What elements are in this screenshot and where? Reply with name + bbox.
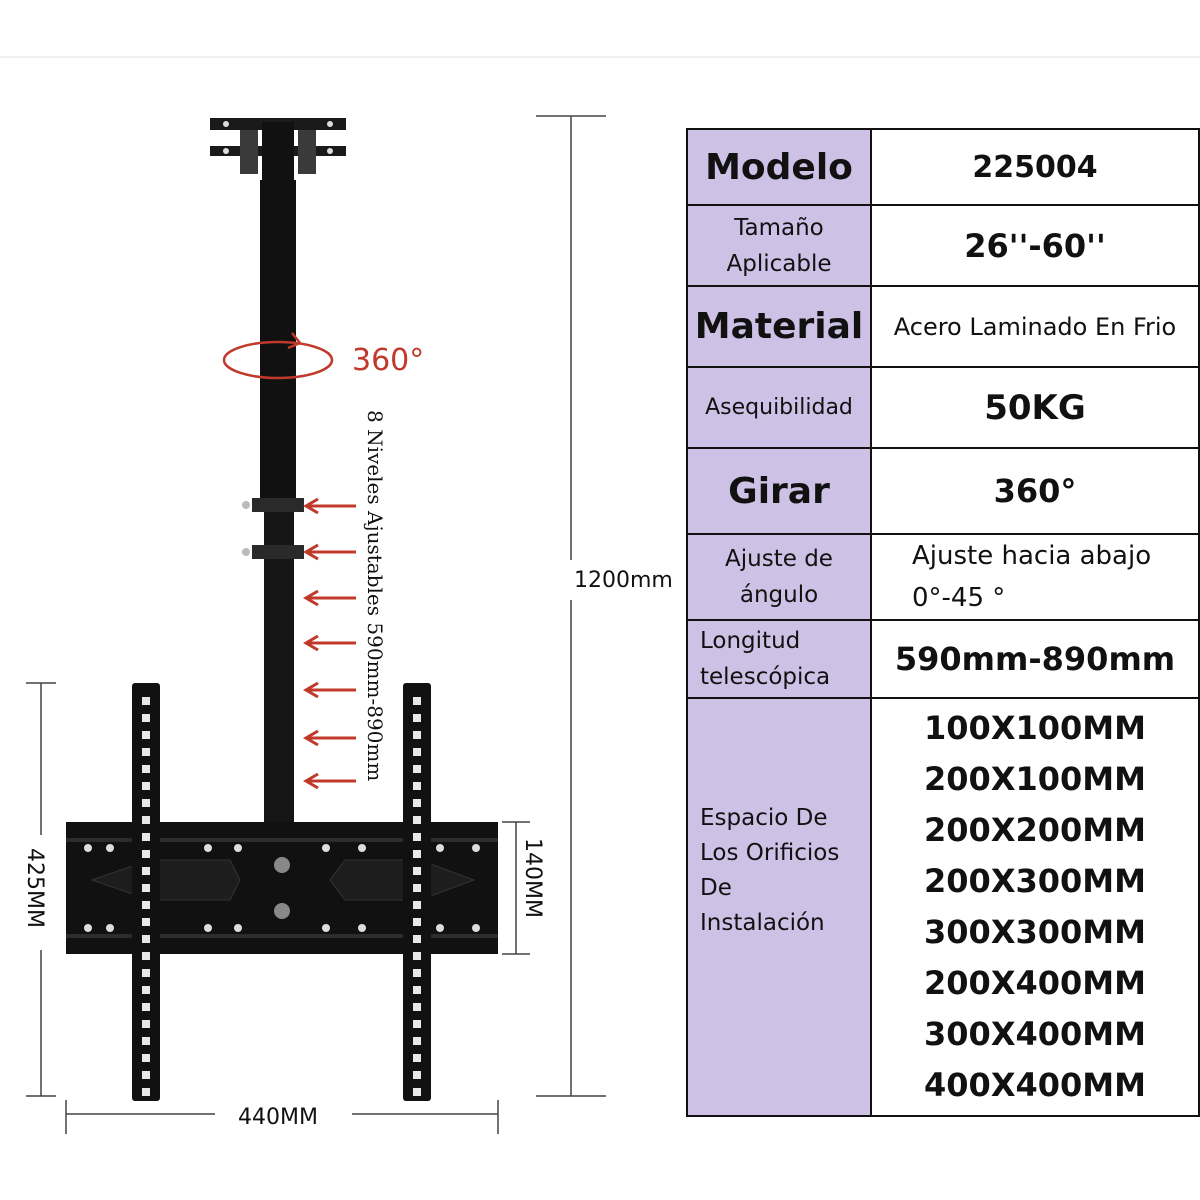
- spec-label-line: telescópica: [700, 664, 831, 690]
- dimension-plate-width: [65, 1100, 499, 1134]
- hole-spacing-item: 200X100MM: [924, 760, 1146, 798]
- spec-label: Espacio De Los Orificios De Instalación: [686, 697, 872, 1117]
- spec-label-line: Aplicable: [726, 250, 832, 277]
- spec-value: 225004: [870, 128, 1200, 206]
- spec-label-line: Los Orificios: [700, 840, 840, 866]
- hole-spacing-item: 100X100MM: [924, 709, 1146, 747]
- hole-spacing-list: 100X100MM 200X100MM 200X200MM 200X300MM …: [872, 699, 1198, 1115]
- dim-plate-width-label: 440MM: [238, 1105, 318, 1130]
- spec-table: Modelo 225004 Tamaño Aplicable 26''-60''…: [686, 128, 1200, 1117]
- spec-label: Material: [686, 285, 872, 368]
- spec-label: Ajuste de ángulo: [686, 533, 872, 621]
- dim-plate-height-label: 425MM: [22, 848, 47, 928]
- spec-row-orificios: Espacio De Los Orificios De Instalación …: [686, 697, 1200, 1117]
- spec-label: Longitud telescópica: [686, 619, 872, 699]
- spec-value: 50KG: [870, 366, 1200, 449]
- levels-label: 8 Niveles Ajustables 590mm-890mm: [363, 410, 387, 781]
- spec-row-asequibilidad: Asequibilidad 50KG: [686, 366, 1200, 449]
- spec-label-line: De: [700, 875, 732, 901]
- vesa-bracket-right: [403, 683, 431, 1101]
- top-divider: [0, 56, 1200, 58]
- level-arrow: [303, 729, 356, 747]
- tv-mounting-plate: [66, 822, 498, 954]
- spec-value: 26''-60'': [870, 204, 1200, 287]
- dim-total-height-label: 1200mm: [574, 568, 673, 593]
- rotation-indicator: 360°: [222, 332, 424, 380]
- rotation-label: 360°: [352, 343, 424, 378]
- spec-label-line: ángulo: [739, 582, 819, 608]
- dim-bar-height-label: 140MM: [520, 838, 545, 918]
- level-arrow: [303, 772, 356, 790]
- hole-spacing-item: 300X300MM: [924, 913, 1146, 951]
- level-arrow: [303, 543, 356, 561]
- hole-spacing-item: 200X400MM: [924, 964, 1146, 1002]
- spec-value: 360°: [870, 447, 1200, 535]
- spec-label: Tamaño Aplicable: [686, 204, 872, 287]
- dimension-bar-height: [502, 821, 530, 955]
- spec-value-line: 0°-45 °: [912, 583, 1006, 613]
- hole-spacing-item: 200X200MM: [924, 811, 1146, 849]
- spec-value-line: Ajuste hacia abajo: [912, 541, 1152, 571]
- spec-row-material: Material Acero Laminado En Frio: [686, 285, 1200, 368]
- vesa-bracket-left: [132, 683, 160, 1101]
- dimension-total-height: [536, 115, 606, 1097]
- spec-value: 100X100MM 200X100MM 200X200MM 200X300MM …: [870, 697, 1200, 1117]
- spec-label: Modelo: [686, 128, 872, 206]
- level-arrows: [303, 497, 356, 790]
- telescopic-pole: [242, 180, 304, 825]
- spec-label: Girar: [686, 447, 872, 535]
- dimension-plate-height: [26, 682, 56, 1097]
- spec-label-line: Tamaño: [734, 214, 824, 241]
- spec-row-girar: Girar 360°: [686, 447, 1200, 535]
- spec-row-longitud: Longitud telescópica 590mm-890mm: [686, 619, 1200, 699]
- spec-value: 590mm-890mm: [870, 619, 1200, 699]
- spec-label-line: Ajuste de: [725, 546, 833, 572]
- mount-diagram: 360° 8 Niveles Ajustables 590mm-890mm 12…: [22, 115, 673, 1134]
- spec-label-line: Instalación: [700, 910, 825, 936]
- level-arrow: [303, 497, 356, 515]
- spec-row-modelo: Modelo 225004: [686, 128, 1200, 206]
- spec-label-line: Espacio De: [700, 805, 828, 831]
- level-arrow: [303, 589, 356, 607]
- level-arrow: [303, 634, 356, 652]
- spec-value: Acero Laminado En Frio: [870, 285, 1200, 368]
- spec-value: Ajuste hacia abajo 0°-45 °: [870, 533, 1200, 621]
- spec-label-line: Longitud: [700, 628, 801, 654]
- level-arrow: [303, 681, 356, 699]
- spec-label: Asequibilidad: [686, 366, 872, 449]
- hole-spacing-item: 300X400MM: [924, 1015, 1146, 1053]
- hole-spacing-item: 400X400MM: [924, 1066, 1146, 1104]
- hole-spacing-item: 200X300MM: [924, 862, 1146, 900]
- spec-row-tamano: Tamaño Aplicable 26''-60'': [686, 204, 1200, 287]
- spec-row-ajuste: Ajuste de ángulo Ajuste hacia abajo 0°-4…: [686, 533, 1200, 621]
